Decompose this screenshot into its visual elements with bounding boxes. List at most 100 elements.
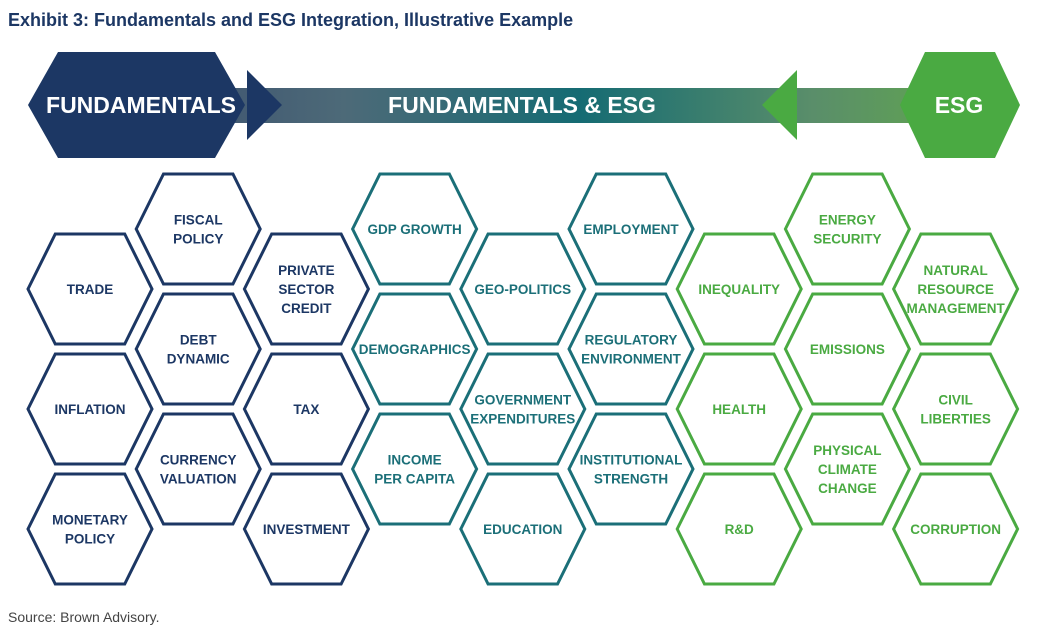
exhibit-title: Exhibit 3: Fundamentals and ESG Integrat… bbox=[8, 10, 574, 30]
esg-label: ESG bbox=[935, 92, 984, 118]
factor-hexagon: INEQUALITY bbox=[675, 232, 803, 346]
factor-label: SECTOR bbox=[278, 282, 334, 297]
fundamentals-hexagon bbox=[28, 52, 245, 158]
factor-hexagon: R&D bbox=[675, 472, 803, 586]
hexagon-outline bbox=[783, 292, 912, 406]
factor-label: REGULATORY bbox=[585, 333, 678, 348]
source-note: Source: Brown Advisory. bbox=[8, 609, 160, 625]
factor-hexagon: PRIVATE SECTOR CREDIT bbox=[242, 232, 371, 346]
fundamentals-label: FUNDAMENTALS bbox=[46, 92, 236, 118]
hexagon-outline bbox=[783, 172, 912, 286]
factor-label: EDUCATION bbox=[483, 522, 562, 537]
hexagon-outline bbox=[26, 232, 154, 346]
factor-hexagon: GEO-POLITICS bbox=[459, 232, 587, 346]
factor-hexagon: TAX bbox=[242, 352, 371, 466]
hexagon-outline bbox=[891, 352, 1020, 466]
factor-hexagon: HEALTH bbox=[675, 352, 803, 466]
left-arrow-icon bbox=[762, 70, 797, 140]
factor-hexagon: INCOME PER CAPITA bbox=[350, 412, 479, 526]
factor-hexagon: INFLATION bbox=[26, 352, 154, 466]
factor-label: FISCAL bbox=[174, 213, 223, 228]
hexagon-outline bbox=[783, 412, 912, 526]
factor-label: DYNAMIC bbox=[167, 352, 230, 367]
hexagon-outline bbox=[459, 352, 587, 466]
hexagon-outline bbox=[891, 472, 1020, 586]
banner: FUNDAMENTALS FUNDAMENTALS & ESG ESG bbox=[28, 52, 1020, 158]
hexagon-outline bbox=[891, 232, 1020, 346]
factor-label: RESOURCE bbox=[917, 282, 994, 297]
factor-label: INCOME bbox=[388, 453, 442, 468]
factor-label: GDP GROWTH bbox=[367, 222, 461, 237]
factor-hexagon: GDP GROWTH bbox=[350, 172, 479, 286]
factor-hexagon: MONETARY POLICY bbox=[26, 472, 154, 586]
factor-label: INVESTMENT bbox=[263, 522, 351, 537]
factor-hexagon: EDUCATION bbox=[459, 472, 587, 586]
hexagon-outline bbox=[134, 292, 262, 406]
factor-hexagon: CORRUPTION bbox=[891, 472, 1020, 586]
factor-label: INFLATION bbox=[55, 402, 126, 417]
factor-label: POLICY bbox=[173, 232, 223, 247]
factor-label: CREDIT bbox=[281, 301, 332, 316]
factor-label: PER CAPITA bbox=[374, 472, 455, 487]
factor-hexagon: EMPLOYMENT bbox=[567, 172, 695, 286]
factor-label: INSTITUTIONAL bbox=[580, 453, 683, 468]
factor-hexagon: TRADE bbox=[26, 232, 154, 346]
factor-hexagon: DEBT DYNAMIC bbox=[134, 292, 262, 406]
factor-hexagon: INSTITUTIONAL STRENGTH bbox=[567, 412, 695, 526]
hexagon-outline bbox=[242, 352, 371, 466]
hexagon-outline bbox=[567, 412, 695, 526]
hexagon-outline bbox=[675, 232, 803, 346]
factor-hexagon: FISCAL POLICY bbox=[134, 172, 262, 286]
factor-label: NATURAL bbox=[923, 263, 987, 278]
factor-label: HEALTH bbox=[712, 402, 766, 417]
factor-label: PHYSICAL bbox=[813, 443, 881, 458]
hexagon-outline bbox=[675, 352, 803, 466]
hexagon-outline bbox=[459, 232, 587, 346]
factor-hexagon: ENERGY SECURITY bbox=[783, 172, 912, 286]
factor-label: SECURITY bbox=[813, 232, 881, 247]
hexagon-outline bbox=[242, 232, 371, 346]
factor-label: CLIMATE bbox=[818, 462, 877, 477]
factor-hexagon: PHYSICAL CLIMATE CHANGE bbox=[783, 412, 912, 526]
factor-label: PRIVATE bbox=[278, 263, 335, 278]
factor-hexagon: DEMOGRAPHICS bbox=[350, 292, 479, 406]
hexagon-outline bbox=[567, 172, 695, 286]
factor-hexagons: TRADE INFLATION MONETARY POLICY FISCAL POLICY… bbox=[26, 172, 1020, 586]
factor-label: ENVIRONMENT bbox=[581, 352, 682, 367]
factor-label: EMISSIONS bbox=[810, 342, 885, 357]
hexagon-outline bbox=[350, 172, 479, 286]
factor-label: POLICY bbox=[65, 532, 115, 547]
factor-label: R&D bbox=[725, 522, 754, 537]
hexagon-outline bbox=[26, 472, 154, 586]
factor-label: GEO-POLITICS bbox=[474, 282, 571, 297]
hexagon-outline bbox=[242, 472, 371, 586]
hexagon-outline bbox=[134, 172, 262, 286]
factor-label: LIBERTIES bbox=[920, 412, 991, 427]
factor-label: CHANGE bbox=[818, 481, 877, 496]
factor-hexagon: INVESTMENT bbox=[242, 472, 371, 586]
factor-label: STRENGTH bbox=[594, 472, 668, 487]
fundamentals-esg-label: FUNDAMENTALS & ESG bbox=[388, 92, 656, 118]
hexagon-outline bbox=[350, 412, 479, 526]
hexagon-outline bbox=[26, 352, 154, 466]
hexagon-outline bbox=[567, 292, 695, 406]
factor-hexagon: NATURAL RESOURCE MANAGEMENT bbox=[891, 232, 1020, 346]
factor-label: DEBT bbox=[180, 333, 218, 348]
factor-label: CURRENCY bbox=[160, 453, 237, 468]
factor-label: DEMOGRAPHICS bbox=[359, 342, 471, 357]
esg-hexagon bbox=[900, 52, 1020, 158]
factor-label: MONETARY bbox=[52, 513, 128, 528]
factor-label: ENERGY bbox=[819, 213, 876, 228]
factor-label: INEQUALITY bbox=[698, 282, 780, 297]
factor-label: EMPLOYMENT bbox=[583, 222, 679, 237]
factor-label: MANAGEMENT bbox=[906, 301, 1005, 316]
right-arrow-icon bbox=[247, 70, 282, 140]
factor-label: TAX bbox=[293, 402, 319, 417]
factor-hexagon: REGULATORY ENVIRONMENT bbox=[567, 292, 695, 406]
factor-label: EXPENDITURES bbox=[470, 412, 575, 427]
factor-hexagon: CIVIL LIBERTIES bbox=[891, 352, 1020, 466]
factor-label: CORRUPTION bbox=[910, 522, 1001, 537]
factor-label: CIVIL bbox=[938, 393, 973, 408]
